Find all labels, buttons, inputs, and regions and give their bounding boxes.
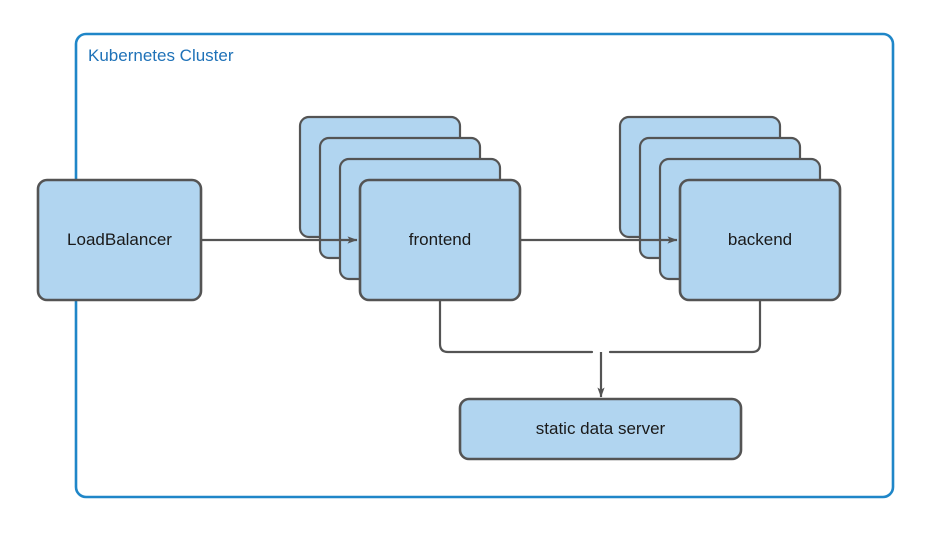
node-loadbalancer[interactable] [36, 178, 203, 302]
cluster-title: Kubernetes Cluster [88, 46, 234, 65]
node-backend[interactable] [678, 178, 842, 302]
edge-frontend-to-static [438, 298, 594, 354]
node-static-data-server[interactable] [458, 397, 743, 461]
edge-backend-to-static [608, 298, 762, 354]
node-frontend[interactable] [358, 178, 522, 302]
